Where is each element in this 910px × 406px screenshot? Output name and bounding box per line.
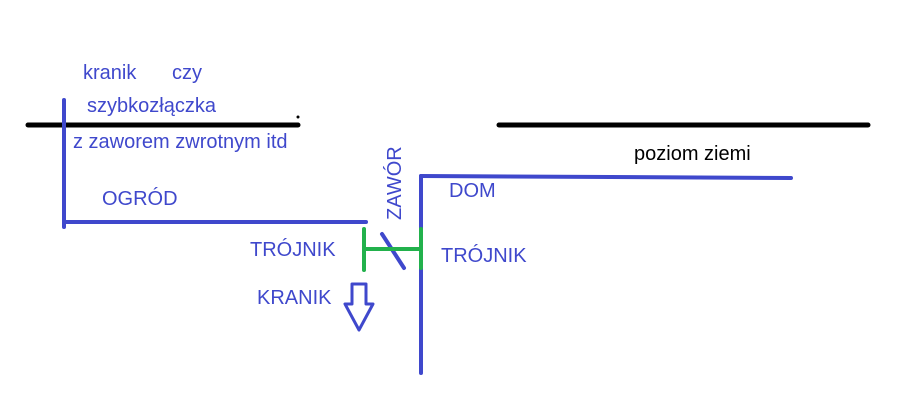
label-trojnik-right: TRÓJNIK — [441, 244, 527, 267]
label-kranik-caps: KRANIK — [257, 287, 332, 309]
label-ogrod: OGRÓD — [102, 187, 178, 210]
ground-dot — [296, 115, 300, 119]
label-dom: DOM — [449, 180, 496, 202]
label-czy: czy — [172, 62, 202, 84]
house-horizontal-pipe — [419, 174, 793, 180]
label-poziom-ziemi: poziom ziemi — [634, 143, 751, 165]
tap-outlet-arrow — [343, 282, 375, 332]
label-zawor: ZAWÓR — [383, 146, 406, 220]
label-kranik: kranik — [83, 62, 137, 84]
label-trojnik-left: TRÓJNIK — [250, 238, 336, 261]
label-szybkozlaczka: szybkozłączka — [87, 95, 217, 117]
label-z-zaworem: z zaworem zwrotnym itd — [73, 131, 288, 153]
